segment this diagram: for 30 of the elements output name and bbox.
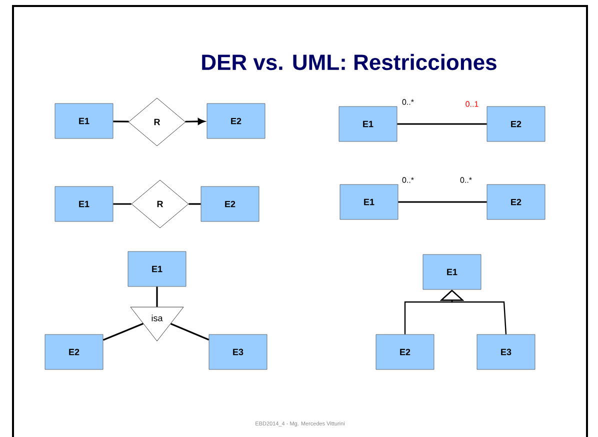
entity-box: E1 [54, 186, 114, 222]
connector-line [398, 201, 487, 203]
entity-box: E1 [54, 103, 114, 139]
isa-triangle: isa [130, 306, 184, 342]
connector-line [113, 120, 129, 122]
entity-box: E2 [486, 184, 546, 220]
connector-line [188, 203, 201, 205]
title: DER vs. UML: Restricciones [202, 54, 496, 70]
connector-line [102, 322, 144, 341]
entity-box: E1 [338, 106, 398, 142]
multiplicity-label: 0..* [402, 177, 414, 183]
entity-box: E2 [486, 106, 546, 142]
multiplicity-label: 0..* [460, 177, 472, 183]
connector-line [397, 123, 487, 125]
entity-box: E1 [422, 254, 482, 290]
connector-line [113, 203, 132, 205]
entity-box: E3 [476, 334, 536, 370]
entity-box: E2 [206, 103, 266, 139]
connector-line [170, 323, 210, 340]
entity-box: E1 [340, 184, 398, 220]
multiplicity-label: 0..* [402, 99, 414, 105]
multiplicity-label: 0..1 [466, 101, 478, 107]
entity-box: E1 [128, 251, 186, 287]
arrow [185, 118, 205, 125]
connector-line [156, 286, 158, 307]
entity-box: E2 [200, 186, 260, 222]
entity-box: E3 [208, 334, 268, 370]
arrow [440, 290, 507, 334]
entity-box: E2 [44, 334, 104, 370]
entity-box: E2 [376, 334, 434, 370]
